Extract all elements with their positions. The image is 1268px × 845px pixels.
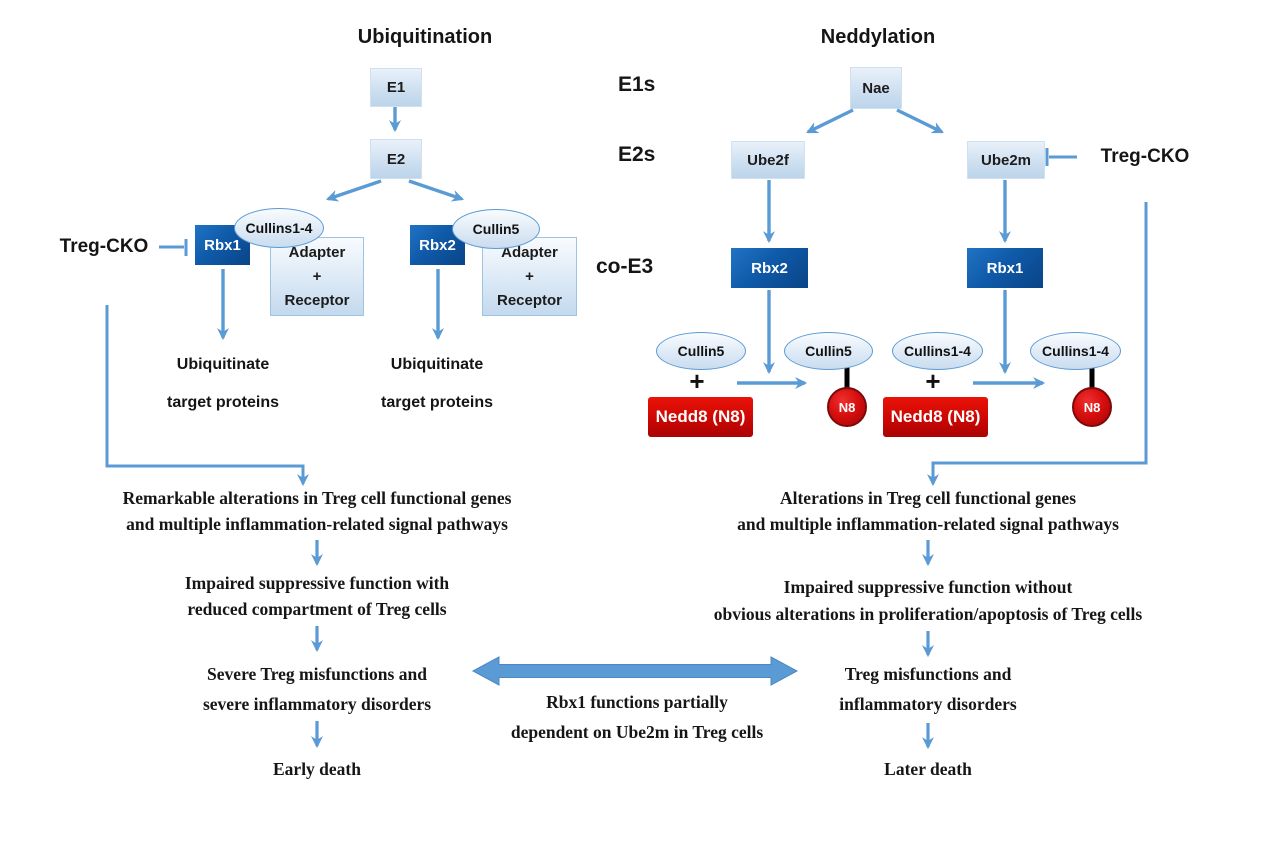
cullin5-product-ellipse: Cullin5 [784, 332, 873, 370]
adapter-line: Adapter [288, 243, 346, 261]
cullins1-4-product-ellipse: Cullins1-4 [1030, 332, 1121, 370]
rbx1-box-right: Rbx1 [967, 248, 1043, 288]
ubiquitination-title: Ubiquitination [357, 26, 493, 48]
cullin5-ellipse-left: Cullin5 [452, 209, 540, 249]
right-flow-later-death: Later death [884, 759, 972, 779]
treg-cko-inhibitor-right [1045, 148, 1077, 166]
nae-box: Nae [850, 67, 902, 109]
receptor-line: Receptor [496, 291, 563, 309]
left-flow-line-3: Impaired suppressive function with [184, 573, 450, 593]
target-proteins-text-2: target proteins [380, 394, 494, 411]
plus-line: + [312, 267, 322, 285]
ube2m-box: Ube2m [967, 141, 1045, 179]
double-headed-arrow [471, 656, 799, 686]
left-flow-line-5: Severe Treg misfunctions and [207, 664, 427, 684]
right-flow-line-3: Impaired suppressive function without [783, 577, 1073, 597]
nedd8-box-1: Nedd8 (N8) [648, 397, 753, 437]
left-flow-early-death: Early death [273, 759, 361, 779]
n8-circle-1: N8 [827, 387, 867, 427]
cullins1-4-ellipse-left: Cullins1-4 [234, 208, 324, 248]
left-flow-line-4: reduced compartment of Treg cells [187, 599, 447, 619]
ube2f-box: Ube2f [731, 141, 805, 179]
receptor-line: Receptor [284, 291, 350, 309]
right-flow-line-4: obvious alterations in proliferation/apo… [713, 604, 1143, 624]
right-flow-line-6: inflammatory disorders [839, 694, 1017, 714]
stage-label-e1s: E1s [618, 73, 656, 96]
ubiquitinate-text-2: Ubiquitinate [390, 356, 484, 373]
left-flow-line-6: severe inflammatory disorders [202, 694, 432, 714]
ubiquitinate-text-1: Ubiquitinate [176, 356, 270, 373]
stage-label-co-e3: co-E3 [596, 255, 654, 278]
left-flow-line-1: Remarkable alterations in Treg cell func… [122, 488, 512, 508]
n8-circle-2: N8 [1072, 387, 1112, 427]
right-flow-line-5: Treg misfunctions and [844, 664, 1012, 684]
e2-box: E2 [370, 139, 422, 179]
center-note-line-2: dependent on Ube2m in Treg cells [510, 722, 764, 742]
e1-box: E1 [370, 68, 422, 107]
neddylation-title: Neddylation [820, 26, 936, 48]
cullin5-substrate-ellipse: Cullin5 [656, 332, 746, 370]
center-note-line-1: Rbx1 functions partially [546, 692, 728, 712]
rbx2-box-right: Rbx2 [731, 248, 808, 288]
treg-cko-label-left: Treg-CKO [59, 236, 149, 257]
right-flow-line-2: and multiple inflammation-related signal… [737, 514, 1119, 534]
left-flow-line-2: and multiple inflammation-related signal… [126, 514, 508, 534]
treg-cko-inhibitor-left [159, 239, 188, 256]
adapter-receptor-box-1: Adapter + Receptor [270, 237, 364, 316]
treg-cko-label-right: Treg-CKO [1100, 146, 1190, 167]
plus-sign-1: + [689, 366, 705, 396]
stage-label-e2s: E2s [618, 143, 656, 166]
nedd8-box-2: Nedd8 (N8) [883, 397, 988, 437]
target-proteins-text-1: target proteins [166, 394, 280, 411]
plus-sign-2: + [925, 366, 941, 396]
plus-line: + [525, 267, 534, 285]
adapter-receptor-box-2: Adapter + Receptor [482, 237, 577, 316]
cullins1-4-substrate-ellipse: Cullins1-4 [892, 332, 983, 370]
right-flow-line-1: Alterations in Treg cell functional gene… [779, 488, 1077, 508]
adapter-line: Adapter [501, 243, 558, 261]
